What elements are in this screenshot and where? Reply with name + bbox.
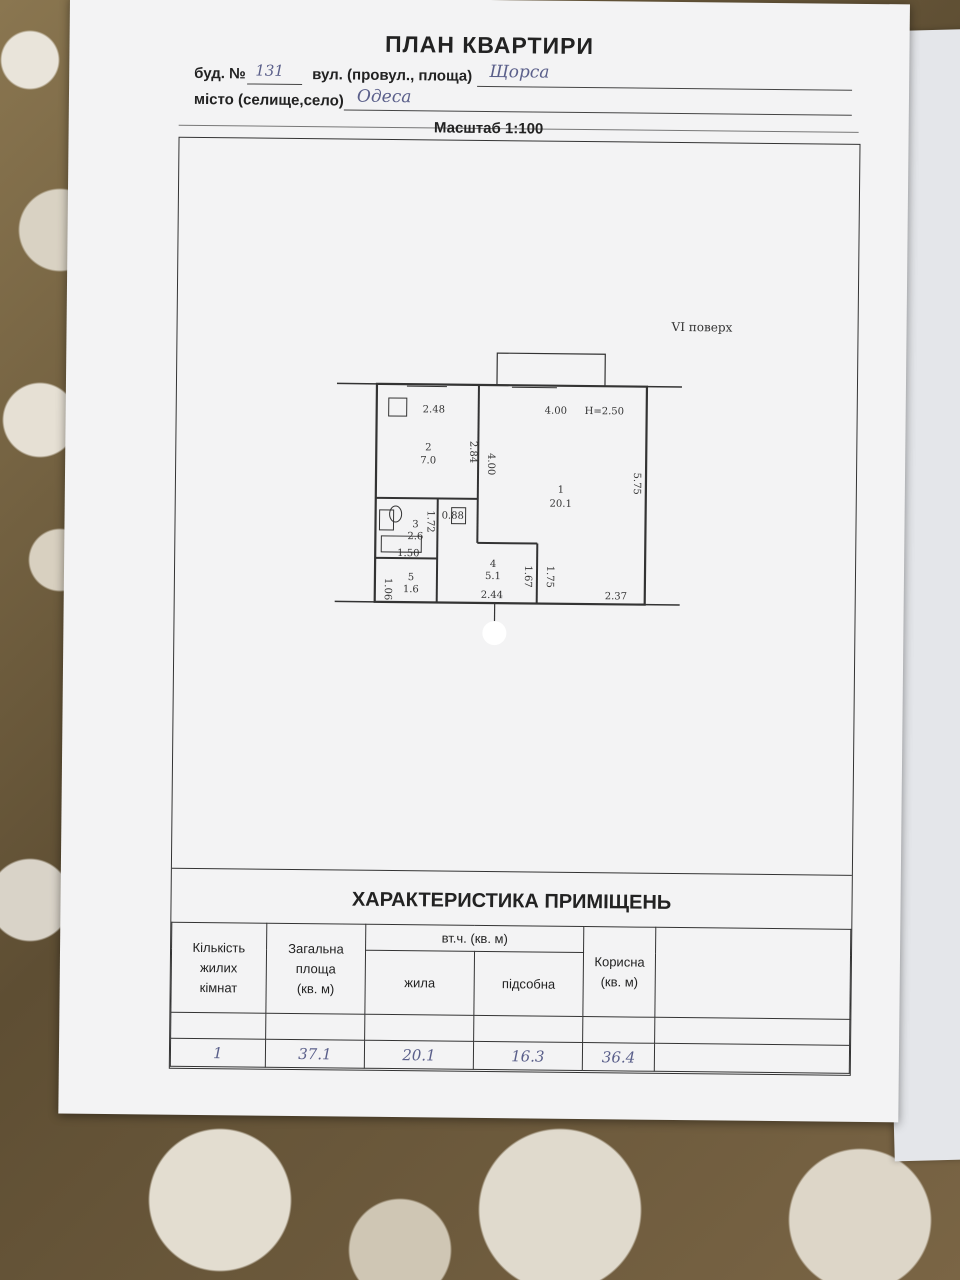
floor-plan-drawing: VI поверх 2.48 4.00 H=2.50 2 7.0 2.84 4.… bbox=[334, 320, 733, 646]
header-rooms-count: Кількість жилих кімнат bbox=[170, 922, 267, 1014]
dim-room-depth-left: 4.00 bbox=[485, 453, 496, 475]
dim-bath-depth: 1.72 bbox=[424, 510, 435, 532]
city-label: місто (селище,село) bbox=[193, 90, 344, 110]
plan-frame: VI поверх 2.48 4.00 H=2.50 2 7.0 2.84 4.… bbox=[168, 136, 861, 1076]
value-total-area: 37.1 bbox=[264, 1039, 365, 1069]
dim-hall-depth-a: 1.67 bbox=[522, 565, 533, 587]
street-value: Щорса bbox=[489, 61, 550, 83]
room-3-number: 3 bbox=[412, 519, 418, 530]
header-auxiliary: підсобна bbox=[473, 951, 584, 1017]
city-value: Одеса bbox=[356, 86, 412, 108]
building-number-value: 131 bbox=[255, 61, 284, 80]
header-incl: вт.ч. (кв. м) bbox=[365, 924, 584, 953]
dim-room-width: 4.00 bbox=[545, 406, 567, 417]
value-auxiliary: 16.3 bbox=[473, 1041, 583, 1071]
room-2-area: 7.0 bbox=[420, 455, 436, 466]
room-4-number: 4 bbox=[490, 559, 496, 570]
room-1-area: 20.1 bbox=[550, 499, 572, 510]
value-useful: 36.4 bbox=[582, 1042, 655, 1072]
dim-kitchen-depth: 2.84 bbox=[467, 441, 478, 463]
floor-label: VI поверх bbox=[671, 320, 733, 335]
room-2-number: 2 bbox=[425, 442, 431, 453]
dim-room-bottom-width: 2.37 bbox=[605, 591, 627, 602]
dim-bath-width: 1.50 bbox=[397, 548, 419, 559]
header-useful: Корисна (кв. м) bbox=[582, 926, 657, 1018]
room-5-number: 5 bbox=[408, 572, 414, 583]
room-4-area: 5.1 bbox=[485, 571, 501, 582]
balcony bbox=[496, 352, 606, 387]
street-label-text: вул. (провул., площа) bbox=[312, 66, 473, 85]
dim-wc-depth: 1.06 bbox=[382, 578, 393, 600]
dim-ceiling-height: H=2.50 bbox=[585, 406, 624, 417]
building-number-label: буд. № bbox=[194, 64, 246, 83]
room-5-area: 1.6 bbox=[403, 584, 419, 595]
value-living: 20.1 bbox=[364, 1040, 474, 1070]
dim-kitchen-width: 2.48 bbox=[423, 404, 445, 415]
page-title: ПЛАН КВАРТИРИ bbox=[384, 30, 595, 60]
room-3-area: 2.6 bbox=[407, 531, 423, 542]
room-1-number: 1 bbox=[558, 485, 564, 496]
characteristics-title: ХАРАКТЕРИСТИКА ПРИМІЩЕНЬ bbox=[351, 888, 672, 914]
dim-hall-depth-b: 1.75 bbox=[544, 566, 555, 588]
header-empty bbox=[655, 927, 851, 1020]
dim-room-depth-right: 5.75 bbox=[631, 473, 642, 495]
dim-bath-small: 0.88 bbox=[442, 511, 464, 522]
street-label: вул. (провул., площа) bbox=[312, 66, 472, 85]
apartment-plan-sheet: ПЛАН КВАРТИРИ буд. № 131 вул. (провул., … bbox=[58, 0, 910, 1123]
exterior-wall bbox=[373, 382, 649, 606]
header-total-area: Загальна площа (кв. м) bbox=[265, 923, 367, 1015]
characteristics-table: Кількість жилих кімнат Загальна площа (к… bbox=[170, 922, 851, 1074]
value-rooms-count: 1 bbox=[170, 1038, 266, 1068]
dim-hall-width: 2.44 bbox=[481, 590, 503, 601]
header-living: жила bbox=[365, 950, 475, 1016]
